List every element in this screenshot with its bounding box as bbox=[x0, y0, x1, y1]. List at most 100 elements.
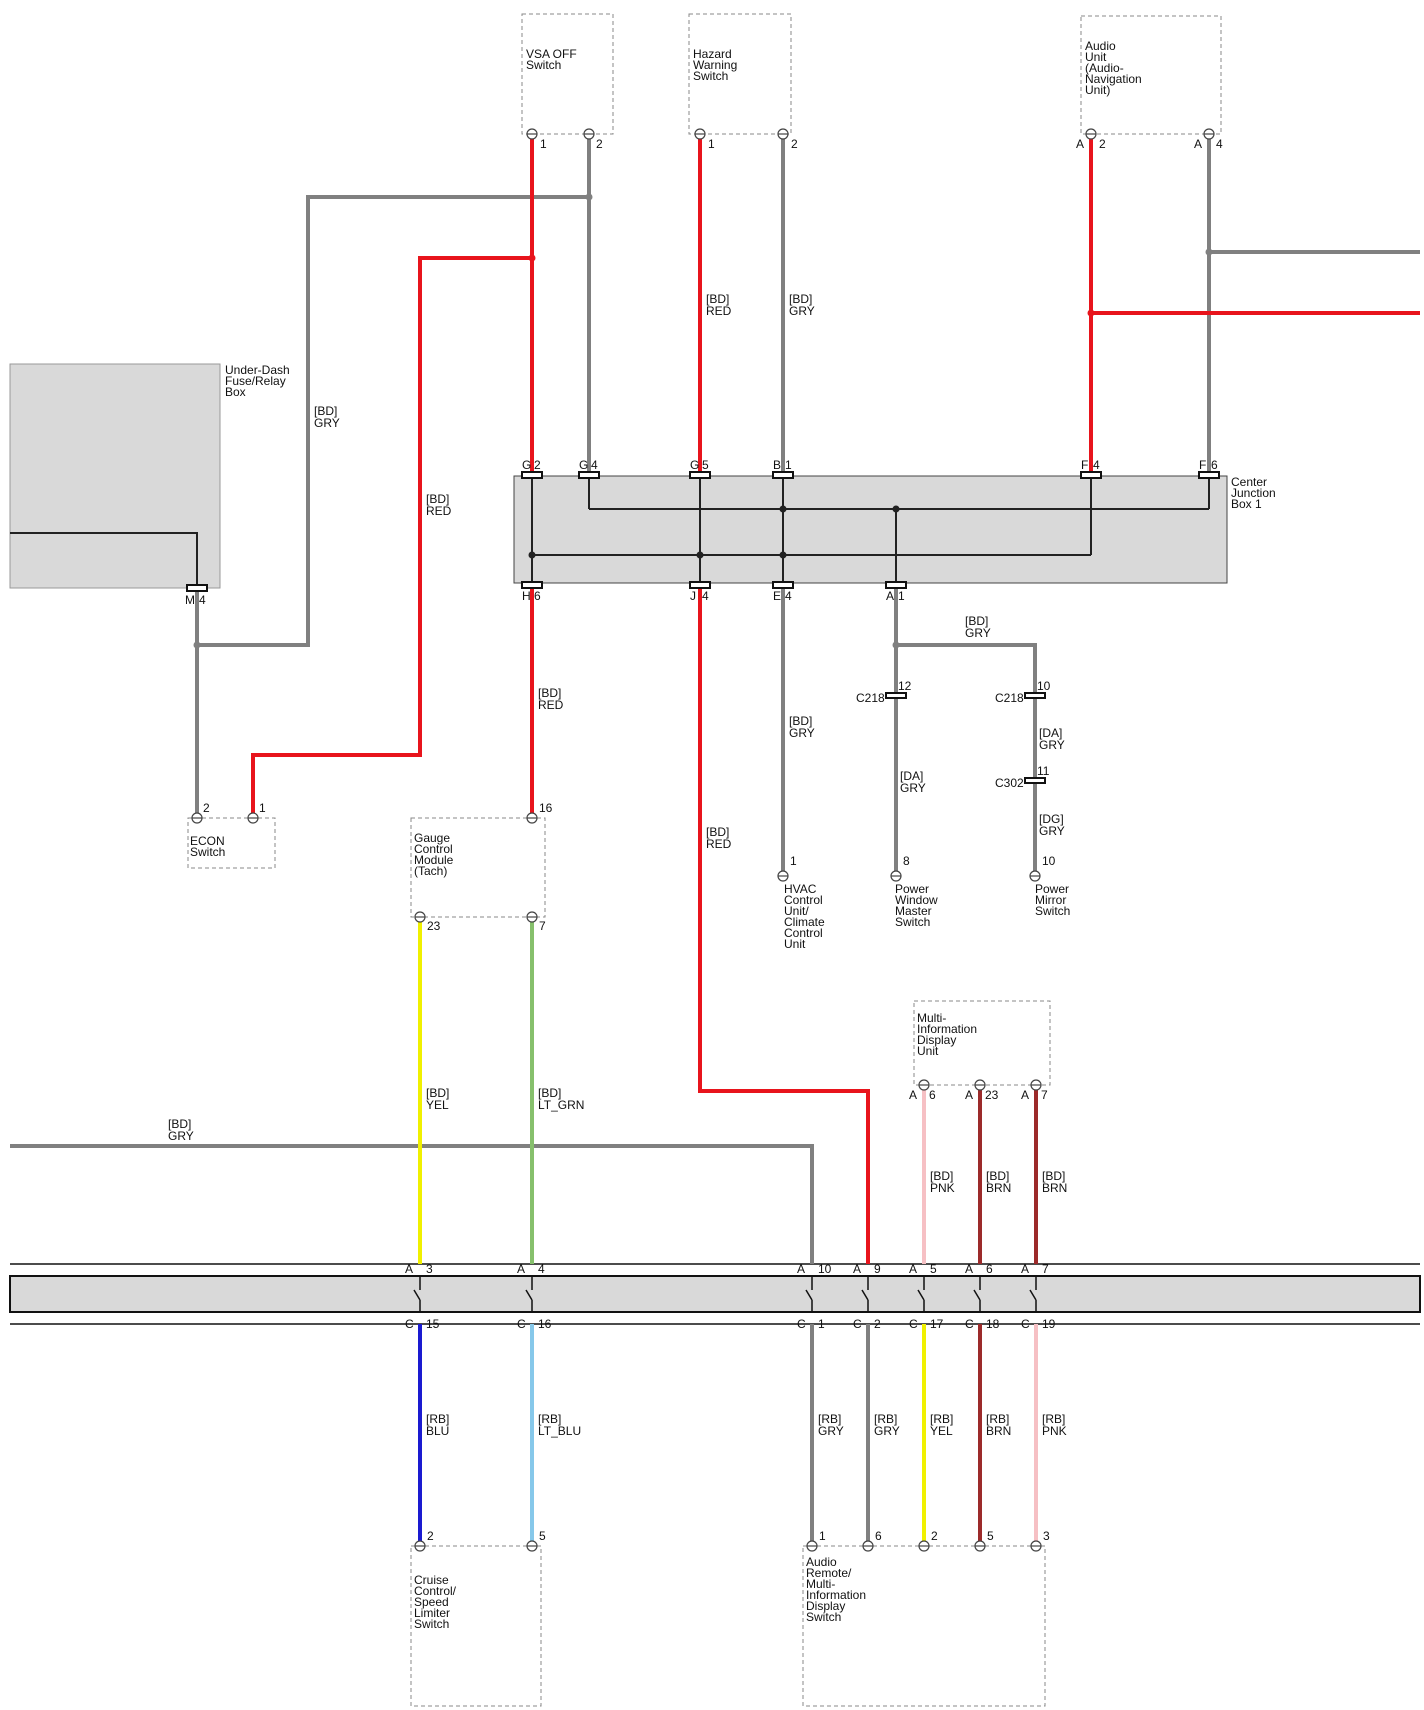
pin: 10 bbox=[1037, 679, 1051, 693]
lbl-gry: GRY bbox=[314, 416, 340, 430]
junction-pass-through bbox=[413, 1276, 1037, 1312]
pin: A bbox=[886, 589, 894, 603]
pin: 6 bbox=[534, 589, 541, 603]
cc-label-3: Speed bbox=[414, 1595, 449, 1609]
pin: 6 bbox=[1211, 458, 1218, 472]
lbl-dg: [DG] bbox=[1039, 812, 1064, 826]
ar-label-5: Display bbox=[806, 1599, 845, 1613]
wire-gry-pm bbox=[896, 643, 1037, 876]
pin: 2 bbox=[596, 137, 603, 151]
pin: C bbox=[909, 1317, 918, 1331]
pin: A bbox=[797, 1262, 805, 1276]
pin: 6 bbox=[929, 1088, 936, 1102]
wire-gry-vsa-to-fuse bbox=[197, 195, 589, 647]
lbl-bd: [BD] bbox=[168, 1117, 191, 1131]
cc-label-4: Limiter bbox=[414, 1606, 450, 1620]
lbl-red: RED bbox=[538, 698, 564, 712]
lbl-bd: [BD] bbox=[706, 825, 729, 839]
pin: 1 bbox=[259, 801, 266, 815]
pin: 16 bbox=[538, 1317, 552, 1331]
lbl-rb: [RB] bbox=[1042, 1412, 1065, 1426]
pin: 4 bbox=[591, 458, 598, 472]
lbl-rb: [RB] bbox=[818, 1412, 841, 1426]
lbl-da: [DA] bbox=[900, 769, 923, 783]
lbl-bd: [BD] bbox=[538, 1086, 561, 1100]
power-mirror-switch: Power Mirror Switch bbox=[1035, 882, 1070, 918]
conn-c218a: C218 bbox=[856, 691, 885, 705]
pin: 6 bbox=[986, 1262, 993, 1276]
pin-numbers: 1 2 1 2 A 2 A 4 G 2 G 4 G 5 B 1 F 4 F 6 … bbox=[185, 137, 1223, 1543]
pin: 10 bbox=[818, 1262, 832, 1276]
lbl-yel: YEL bbox=[426, 1098, 449, 1112]
pin: C bbox=[965, 1317, 974, 1331]
pin: 2 bbox=[534, 458, 541, 472]
pin: 19 bbox=[1042, 1317, 1056, 1331]
pin: 1 bbox=[898, 589, 905, 603]
pin: C bbox=[517, 1317, 526, 1331]
pin: 6 bbox=[875, 1529, 882, 1543]
hvac-label-1: HVAC bbox=[784, 882, 817, 896]
pin: A bbox=[909, 1088, 917, 1102]
lbl-bd: [BD] bbox=[965, 614, 988, 628]
audio-unit-label-3: (Audio- bbox=[1085, 61, 1124, 75]
hazard-warning-switch: Hazard Warning Switch bbox=[688, 13, 792, 135]
multi-information-display-unit: Multi- Information Display Unit bbox=[913, 1000, 1051, 1086]
cruise-control-switch: Cruise Control/ Speed Limiter Switch bbox=[410, 1545, 542, 1707]
audio-unit-label-4: Navigation bbox=[1085, 72, 1142, 86]
lbl-yel: YEL bbox=[930, 1424, 953, 1438]
lbl-gry: GRY bbox=[965, 626, 991, 640]
vsa-off-switch-label-1: VSA OFF bbox=[526, 47, 577, 61]
pin: 3 bbox=[1043, 1529, 1050, 1543]
pin: A bbox=[1076, 137, 1084, 151]
pin: 1 bbox=[708, 137, 715, 151]
ar-label-2: Remote/ bbox=[806, 1566, 852, 1580]
lbl-gry: GRY bbox=[900, 781, 926, 795]
pin: 5 bbox=[930, 1262, 937, 1276]
hvac-control-unit: HVAC Control Unit/ Climate Control Unit bbox=[784, 882, 825, 951]
pin: 7 bbox=[539, 919, 546, 933]
gcm-label-2: Control bbox=[414, 842, 453, 856]
hvac-label-3: Unit/ bbox=[784, 904, 809, 918]
econ-label-1: ECON bbox=[190, 834, 225, 848]
lbl-gry: GRY bbox=[789, 726, 815, 740]
vsa-off-switch: VSA OFF Switch bbox=[521, 13, 614, 135]
pin: 4 bbox=[1216, 137, 1223, 151]
under-dash-label-1: Under-Dash bbox=[225, 363, 290, 377]
lbl-ltgrn: LT_GRN bbox=[538, 1098, 584, 1112]
lbl-bd: [BD] bbox=[314, 404, 337, 418]
pin: 10 bbox=[1042, 854, 1056, 868]
wire-gry-left-bottom bbox=[10, 1144, 814, 1264]
pin: A bbox=[1194, 137, 1202, 151]
lbl-bd: [BD] bbox=[986, 1169, 1009, 1183]
connector-names: C218 C218 C302 bbox=[856, 691, 1024, 790]
lbl-gry: GRY bbox=[1039, 738, 1065, 752]
pw-label-4: Switch bbox=[895, 915, 930, 929]
pw-label-2: Window bbox=[895, 893, 938, 907]
power-window-master-switch: Power Window Master Switch bbox=[895, 882, 938, 929]
pin: G bbox=[690, 458, 699, 472]
lbl-gry: GRY bbox=[168, 1129, 194, 1143]
ar-label-4: Information bbox=[806, 1588, 866, 1602]
vsa-off-switch-label-2: Switch bbox=[526, 58, 561, 72]
pin: F bbox=[1081, 458, 1088, 472]
lbl-rb: [RB] bbox=[986, 1412, 1009, 1426]
cjb-label-1: Center bbox=[1231, 475, 1267, 489]
center-junction-box-1: Center Junction Box 1 bbox=[513, 475, 1276, 588]
gauge-control-module: Gauge Control Module (Tach) bbox=[410, 817, 546, 918]
pin: A bbox=[909, 1262, 917, 1276]
pin: 17 bbox=[930, 1317, 944, 1331]
pin: 4 bbox=[199, 593, 206, 607]
gcm-label-4: (Tach) bbox=[414, 864, 447, 878]
lbl-pnk: PNK bbox=[1042, 1424, 1067, 1438]
pin: 11 bbox=[1037, 764, 1050, 778]
lbl-gry: GRY bbox=[874, 1424, 900, 1438]
pin: 15 bbox=[426, 1317, 440, 1331]
pin: C bbox=[853, 1317, 862, 1331]
lbl-rb: [RB] bbox=[930, 1412, 953, 1426]
pin: 18 bbox=[986, 1317, 1000, 1331]
audio-unit-label-2: Unit bbox=[1085, 50, 1107, 64]
lbl-bd: [BD] bbox=[538, 686, 561, 700]
pin: A bbox=[405, 1262, 413, 1276]
pin: 2 bbox=[1099, 137, 1106, 151]
audio-remote-switch: Audio Remote/ Multi- Information Display… bbox=[802, 1545, 1046, 1707]
